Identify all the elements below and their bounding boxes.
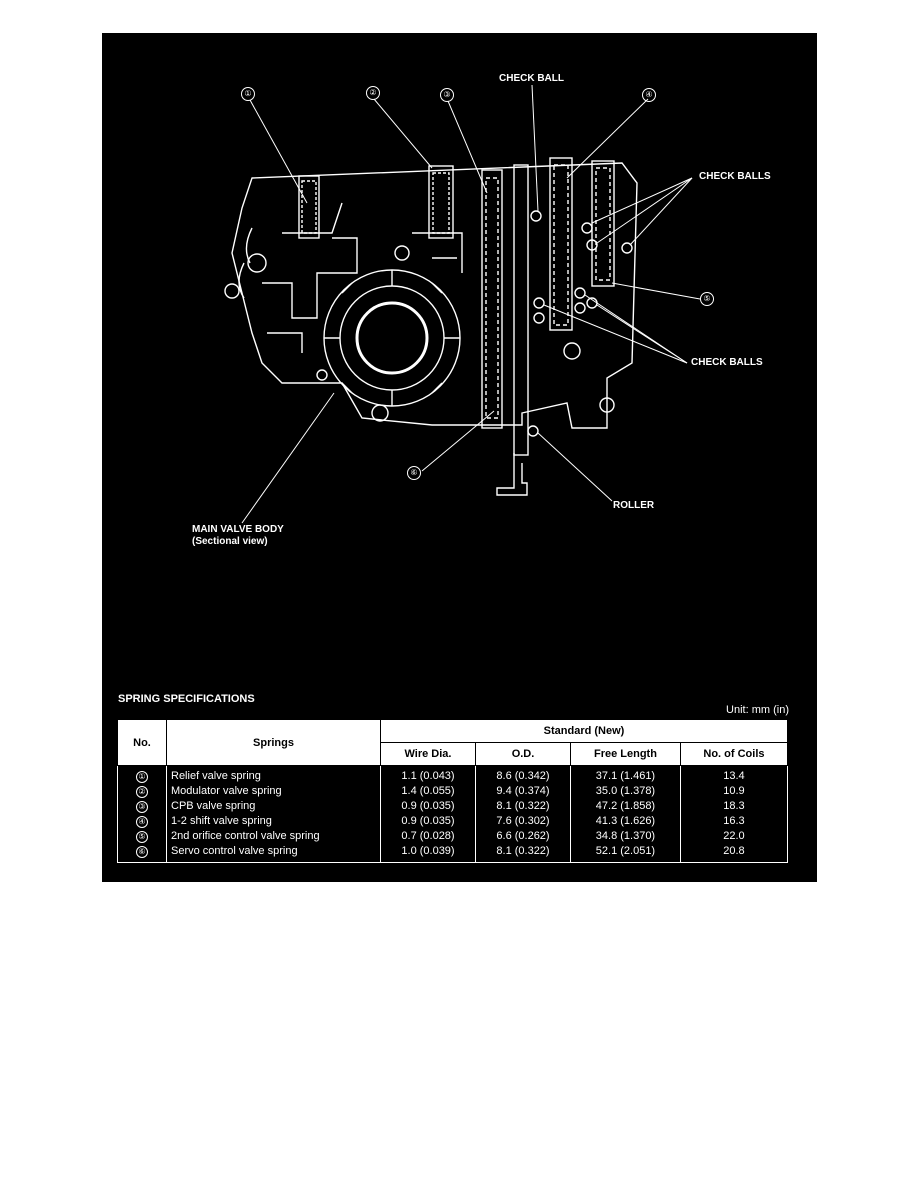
relief-valve-bore <box>298 175 320 239</box>
roller <box>527 425 539 437</box>
callout-3: ③ <box>440 88 454 102</box>
spring-name: CPB valve spring <box>166 799 381 814</box>
table-row: ③ CPB valve spring 0.9 (0.035) 8.1 (0.32… <box>117 799 789 814</box>
outer-dia: 8.1 (0.322) <box>475 844 571 863</box>
spec-unit: Unit: mm (in) <box>726 704 789 716</box>
spring-name: 1-2 shift valve spring <box>166 814 381 829</box>
outer-dia: 9.4 (0.374) <box>475 784 571 799</box>
modulator-valve-bore <box>428 165 454 239</box>
main-bore <box>355 301 429 375</box>
header-coils: No. of Coils <box>679 742 789 766</box>
figure-panel: ① ② ③ ④ ⑤ ⑥ CHECK BALL CHECK BALLS CHECK… <box>102 33 817 882</box>
spec-title: SPRING SPECIFICATIONS <box>118 693 255 705</box>
cpb-valve-bore <box>481 169 503 429</box>
table-row: ① Relief valve spring 1.1 (0.043) 8.6 (0… <box>117 765 789 784</box>
free-length: 41.3 (1.626) <box>570 814 681 829</box>
table-row: ④ 1-2 shift valve spring 0.9 (0.035) 7.6… <box>117 814 789 829</box>
free-length: 35.0 (1.378) <box>570 784 681 799</box>
row-number: ② <box>117 784 167 799</box>
spring-name: Modulator valve spring <box>166 784 381 799</box>
coils: 22.0 <box>680 829 789 844</box>
free-length: 37.1 (1.461) <box>570 765 681 784</box>
header-wire-dia: Wire Dia. <box>380 742 476 766</box>
row-number: ④ <box>117 814 167 829</box>
spring-spec-table: No. Springs Standard (New) Wire Dia. O.D… <box>117 719 789 863</box>
header-od: O.D. <box>475 742 571 766</box>
outer-dia: 8.6 (0.342) <box>475 765 571 784</box>
spring-name: Relief valve spring <box>166 765 381 784</box>
free-length: 52.1 (2.051) <box>570 844 681 863</box>
wire-dia: 1.1 (0.043) <box>380 765 476 784</box>
wire-dia: 0.9 (0.035) <box>380 799 476 814</box>
header-free-length: Free Length <box>570 742 681 766</box>
coils: 20.8 <box>680 844 789 863</box>
table-row: ⑥ Servo control valve spring 1.0 (0.039)… <box>117 844 789 863</box>
callout-1: ① <box>241 87 255 101</box>
spring-name: 2nd orifice control valve spring <box>166 829 381 844</box>
shift-valve-bore <box>549 157 573 331</box>
valve-body-diagram <box>224 84 701 524</box>
coils: 13.4 <box>680 765 789 784</box>
label-check-balls-lower: CHECK BALLS <box>691 357 763 368</box>
label-check-ball: CHECK BALL <box>499 73 564 84</box>
free-length: 34.8 (1.370) <box>570 829 681 844</box>
table-row: ② Modulator valve spring 1.4 (0.055) 9.4… <box>117 784 789 799</box>
outer-dia: 7.6 (0.302) <box>475 814 571 829</box>
row-number: ⑥ <box>117 844 167 863</box>
callout-2: ② <box>366 86 380 100</box>
spring-name: Servo control valve spring <box>166 844 381 863</box>
outer-dia: 8.1 (0.322) <box>475 799 571 814</box>
outer-dia: 6.6 (0.262) <box>475 829 571 844</box>
row-number: ① <box>117 765 167 784</box>
orifice-valve-bore <box>591 160 615 287</box>
coils: 10.9 <box>680 784 789 799</box>
coils: 16.3 <box>680 814 789 829</box>
coils: 18.3 <box>680 799 789 814</box>
free-length: 47.2 (1.858) <box>570 799 681 814</box>
label-sectional-view: (Sectional view) <box>192 536 268 547</box>
row-number: ③ <box>117 799 167 814</box>
table-row: ⑤ 2nd orifice control valve spring 0.7 (… <box>117 829 789 844</box>
wire-dia: 1.0 (0.039) <box>380 844 476 863</box>
manual-valve-shaft <box>513 164 529 456</box>
header-no: No. <box>117 719 167 766</box>
wire-dia: 0.9 (0.035) <box>380 814 476 829</box>
wire-dia: 0.7 (0.028) <box>380 829 476 844</box>
detent-lever <box>496 453 528 496</box>
label-check-balls-upper: CHECK BALLS <box>699 171 771 182</box>
callout-5: ⑤ <box>700 292 714 306</box>
label-roller: ROLLER <box>613 500 655 511</box>
row-number: ⑤ <box>117 829 167 844</box>
label-main-valve-body: MAIN VALVE BODY <box>192 524 284 535</box>
wire-dia: 1.4 (0.055) <box>380 784 476 799</box>
header-springs: Springs <box>166 719 381 766</box>
header-standard: Standard (New) <box>380 719 788 743</box>
callout-6: ⑥ <box>407 466 421 480</box>
callout-4: ④ <box>642 88 656 102</box>
